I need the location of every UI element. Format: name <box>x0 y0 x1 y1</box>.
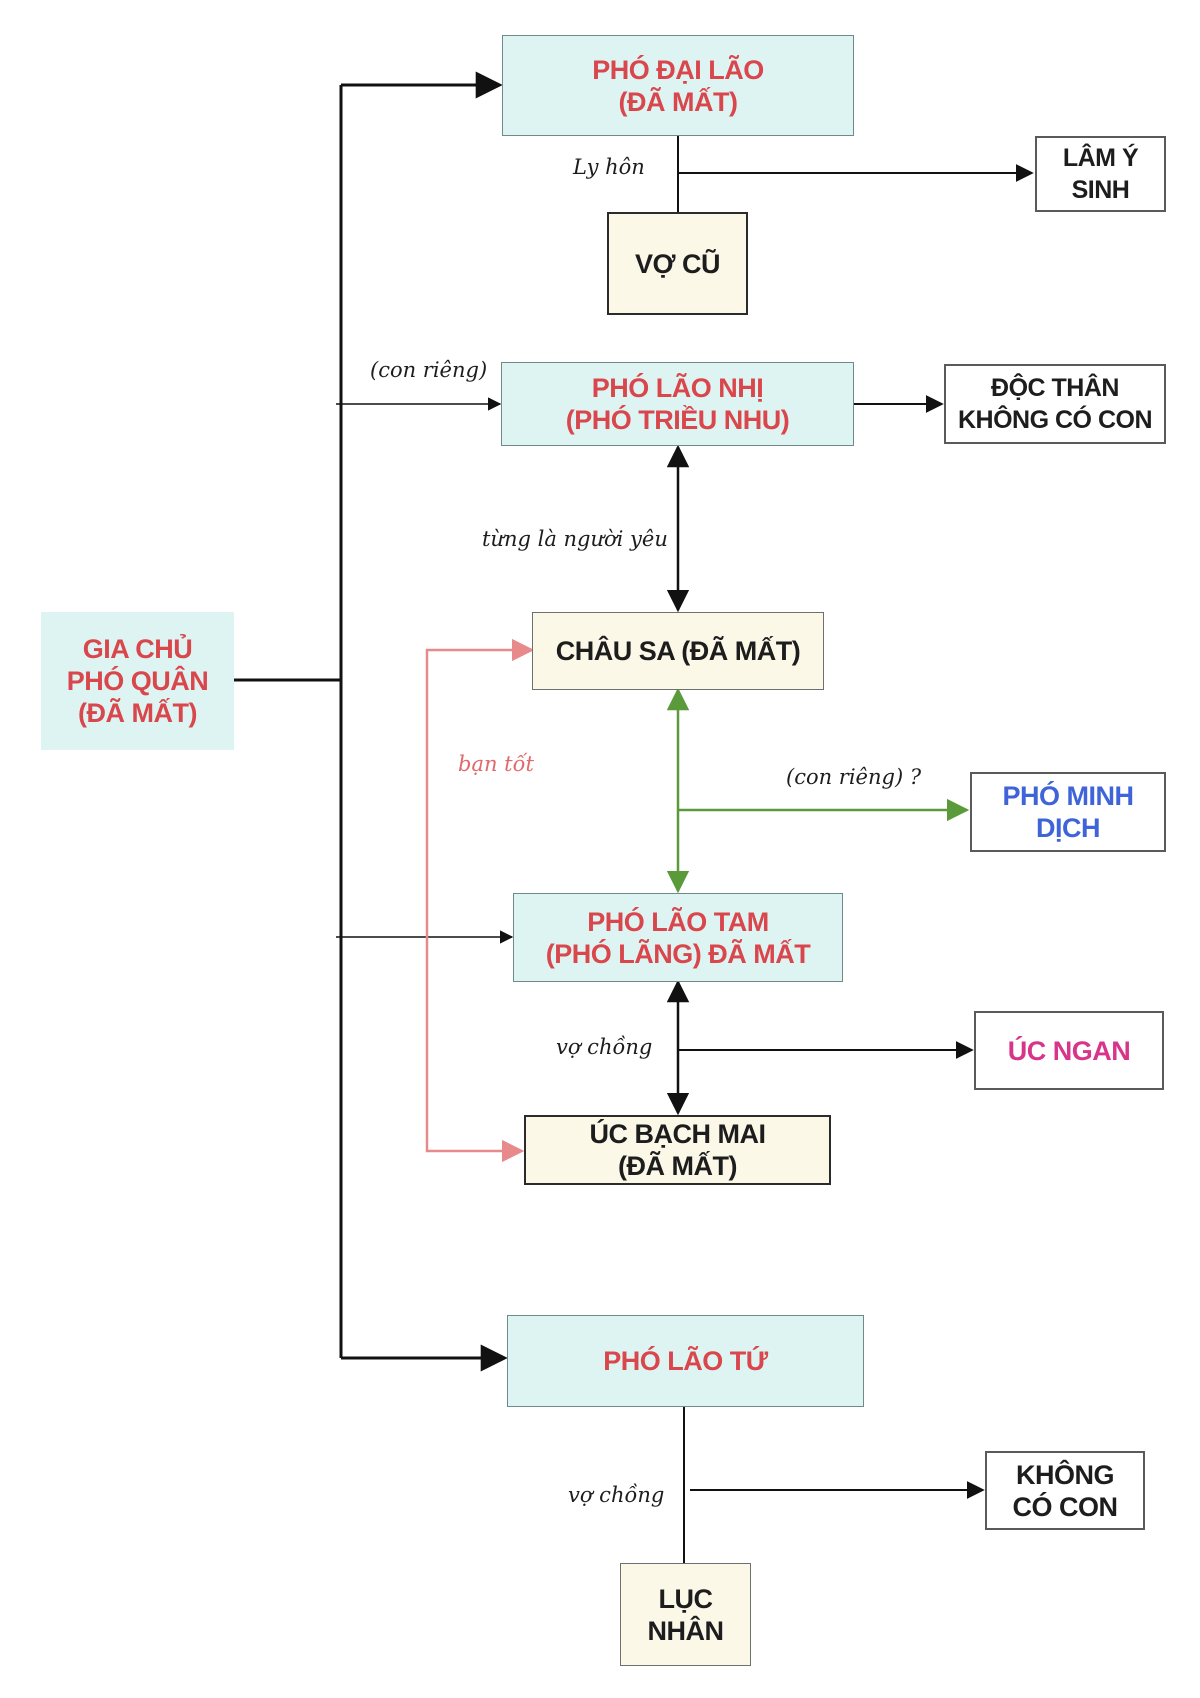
node-line: (PHÓ LÃNG) ĐÃ MẤT <box>545 938 811 969</box>
node-line: LÂM Ý <box>1062 144 1139 172</box>
head-of-family-node: GIA CHỦ PHÓ QUÂN (ĐÃ MẤT) <box>41 612 234 750</box>
node-line: PHÓ MINH <box>1002 781 1135 811</box>
pho-lao-tu-node: PHÓ LÃO TỨ <box>507 1315 864 1407</box>
node-line: ÚC NGAN <box>1007 1035 1131 1066</box>
node-line: KHÔNG <box>1016 1459 1115 1490</box>
uc-bach-mai-node: ÚC BẠCH MAI (ĐÃ MẤT) <box>524 1115 831 1185</box>
lam-y-sinh-node: LÂM Ý SINH <box>1035 136 1166 212</box>
node-line: VỢ CŨ <box>634 248 721 279</box>
pho-lao-tam-node: PHÓ LÃO TAM (PHÓ LÃNG) ĐÃ MẤT <box>513 893 843 982</box>
node-line: LỤC NHÂN <box>647 1583 725 1646</box>
chau-sa-node: CHÂU SA (ĐÃ MẤT) <box>532 612 824 690</box>
uc-ngan-node: ÚC NGAN <box>974 1011 1164 1090</box>
node-line: CÓ CON <box>1012 1491 1119 1522</box>
node-line: (ĐÃ MẤT) <box>618 1151 737 1181</box>
node-line: PHÓ LÃO NHỊ <box>591 373 764 403</box>
former-lovers-label: từng là người yêu <box>482 527 668 551</box>
node-line: PHÓ LÃO TỨ <box>603 1346 768 1376</box>
node-line: CHÂU SA (ĐÃ MẤT) <box>555 636 801 666</box>
vo-cu-node: VỢ CŨ <box>607 212 748 315</box>
stepchild-question-label: (con riêng) ? <box>786 765 922 789</box>
pho-dai-lao-node: PHÓ ĐẠI LÃO (ĐÃ MẤT) <box>502 35 854 136</box>
stepchild-label: (con riêng) <box>370 358 488 382</box>
node-line: PHÓ ĐẠI LÃO <box>592 54 764 85</box>
node-line: PHÓ LÃO TAM <box>587 906 769 937</box>
best-friends-label: bạn tốt <box>458 752 534 776</box>
node-line: DỊCH <box>1036 813 1101 843</box>
pho-lao-nhi-node: PHÓ LÃO NHỊ (PHÓ TRIỀU NHU) <box>501 362 854 446</box>
node-line: (ĐÃ MẤT) <box>618 86 738 117</box>
pho-minh-dich-node: PHÓ MINH DỊCH <box>970 772 1166 852</box>
spouse-label: vợ chồng <box>556 1035 653 1059</box>
node-line: PHÓ QUÂN <box>66 666 209 696</box>
luc-nhan-node: LỤC NHÂN <box>620 1563 751 1666</box>
node-line: SINH <box>1071 176 1130 204</box>
node-line: ĐỘC THÂN <box>991 374 1119 402</box>
best-friends-link <box>425 638 535 1163</box>
doc-than-node: ĐỘC THÂN KHÔNG CÓ CON <box>944 364 1166 444</box>
node-line: ÚC BẠCH MAI <box>589 1119 767 1149</box>
spouse-label: vợ chồng <box>568 1483 665 1507</box>
node-line: (ĐÃ MẤT) <box>78 698 197 728</box>
node-line: (PHÓ TRIỀU NHU) <box>565 405 790 435</box>
divorce-label: Ly hôn <box>573 155 645 179</box>
node-line: GIA CHỦ <box>82 634 193 664</box>
node-line: KHÔNG CÓ CON <box>958 406 1153 434</box>
khong-co-con-node: KHÔNG CÓ CON <box>985 1451 1145 1530</box>
